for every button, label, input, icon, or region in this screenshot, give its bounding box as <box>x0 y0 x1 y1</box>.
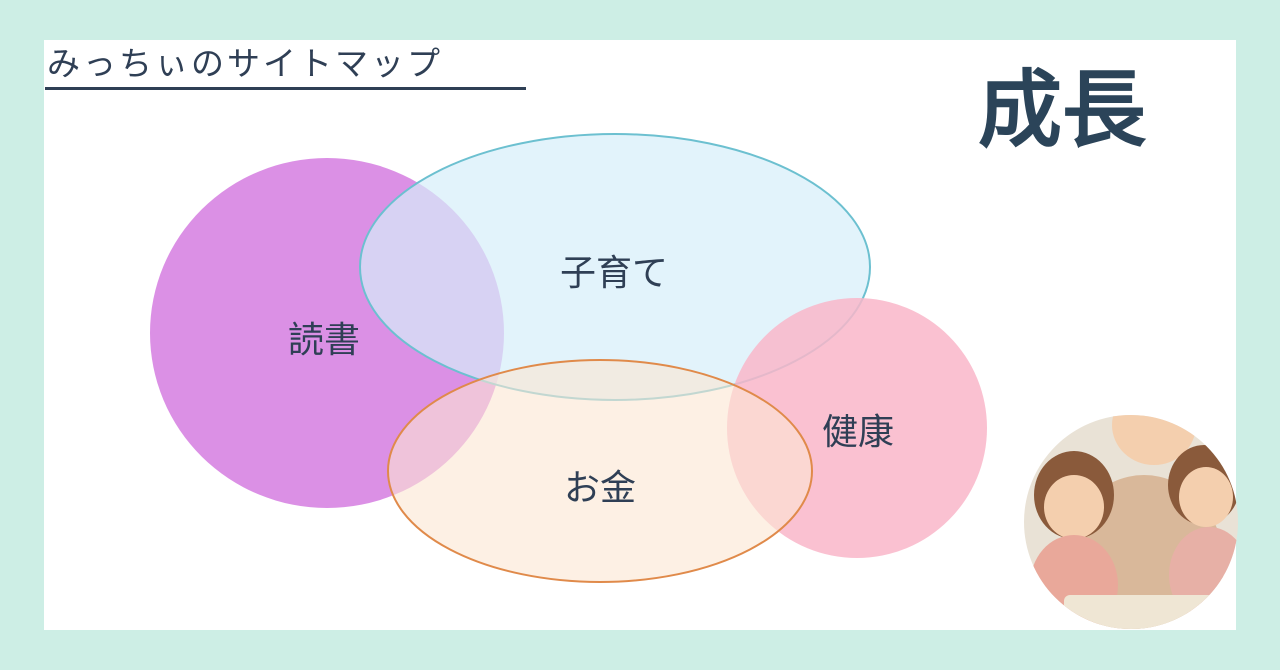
venn-circle-money[interactable] <box>387 359 813 583</box>
site-map-title-underline <box>45 87 526 90</box>
page-title: 成長 <box>978 61 1147 159</box>
site-map-title[interactable]: みっちぃのサイトマップ <box>47 44 443 83</box>
family-illustration-icon <box>1024 415 1238 629</box>
venn-label-parenting: 子育て <box>560 253 668 294</box>
venn-label-reading: 読書 <box>288 320 360 361</box>
venn-label-money: お金 <box>564 468 636 509</box>
venn-label-health: 健康 <box>822 412 894 453</box>
family-photo <box>1024 415 1238 629</box>
